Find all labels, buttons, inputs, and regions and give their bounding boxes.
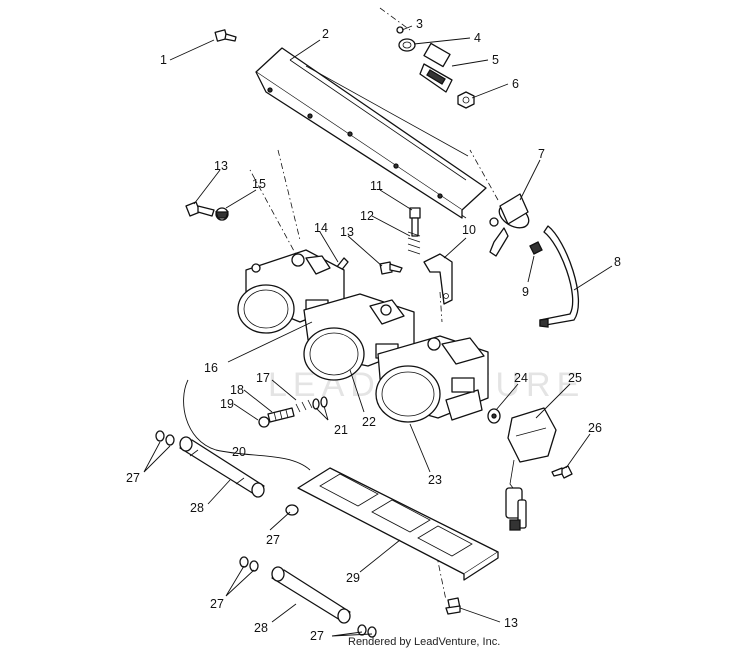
callout-21: 21 [334,423,348,437]
callout-25: 25 [568,371,582,385]
callout-2: 2 [322,27,329,41]
callout-12: 12 [360,209,374,223]
throttle-body-22 [303,293,415,381]
grommet-4 [398,38,416,52]
cross-tube-upper [179,436,265,498]
bracket-10 [423,253,453,305]
screw-13c [445,597,461,615]
callout-19: 19 [220,397,234,411]
callout-14: 14 [314,221,328,235]
callout-11: 11 [370,179,383,193]
mounting-plate [297,467,499,581]
callout-22: 22 [362,415,376,429]
o-rings-21 [312,396,328,410]
callout-20: 20 [232,445,246,459]
callout-13a: 13 [214,159,228,173]
callout-9: 9 [522,285,529,299]
callout-26: 26 [588,421,602,435]
callout-17: 17 [256,371,270,385]
callout-24: 24 [514,371,528,385]
cap-19 [258,416,270,428]
fuel-injector-5 [419,42,453,93]
callout-3: 3 [416,17,423,31]
callout-23: 23 [428,473,442,487]
clamp-15 [215,207,229,221]
callout-27d: 27 [310,629,324,643]
callout-27b: 27 [266,533,280,547]
washer-24 [487,408,501,424]
fuel-hose [539,225,579,328]
throttle-body-16 [237,249,345,334]
callout-27a: 27 [126,471,140,485]
throttle-position-sensor [505,407,557,531]
callout-29: 29 [346,571,360,585]
callout-4: 4 [474,31,481,45]
spring-12 [407,231,421,255]
fuel-rail [255,47,487,219]
pressure-regulator [489,193,530,257]
throttle-body-23 [375,335,489,423]
bolt-1 [214,29,237,42]
callout-6: 6 [512,77,519,91]
screw-13b [379,261,403,275]
bolt-11 [409,207,421,237]
callout-8: 8 [614,255,621,269]
callout-labels: 1 2 3 4 5 6 7 8 9 10 11 12 13 13 13 14 1… [126,17,621,643]
leader-lines [143,25,613,637]
callout-28a: 28 [190,501,204,515]
callout-1: 1 [160,53,167,67]
idle-screw-18 [267,407,295,423]
nut-6 [457,91,475,109]
callout-28b: 28 [254,621,268,635]
spring-17 [295,399,313,413]
clamp-27c [239,556,259,572]
callout-7: 7 [538,147,545,161]
callout-16: 16 [204,361,218,375]
callout-18: 18 [230,383,244,397]
callout-10: 10 [462,223,476,237]
callout-15: 15 [252,177,266,191]
callout-13b: 13 [340,225,354,239]
cross-tube-lower [271,566,351,624]
callout-5: 5 [492,53,499,67]
credit-line: Rendered by LeadVenture, Inc. [348,636,501,648]
screw-13a [185,201,215,217]
clamp-27a [155,430,175,446]
callout-27c: 27 [210,597,224,611]
screw-9 [529,241,543,255]
group-bracket-20 [183,379,311,471]
callout-13c: 13 [504,616,518,630]
screw-26 [551,465,573,479]
